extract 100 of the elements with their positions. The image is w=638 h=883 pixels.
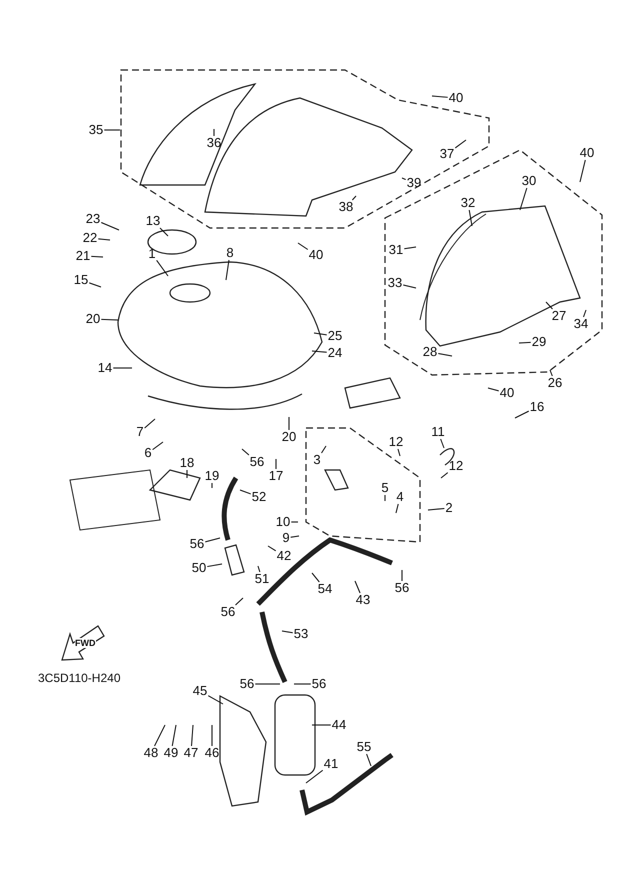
callout-number: 8 [225,246,235,260]
callout-number: 43 [354,593,372,607]
leader-line [520,188,528,210]
callout-number: 16 [528,400,546,414]
callout-number: 7 [135,425,145,439]
callout-number: 19 [204,469,220,483]
callout-number: 6 [143,446,153,460]
callout-number: 56 [238,677,256,691]
callout-number: 5 [380,481,390,495]
callout-number: 23 [84,212,102,226]
callout-number: 10 [274,515,292,529]
leader-line [468,210,472,226]
leader-line [402,284,416,288]
leader-line [306,770,324,784]
callout-number: 12 [388,435,404,449]
callout-number: 47 [182,746,200,760]
callout-number: 56 [220,605,236,619]
leader-line [152,442,164,450]
callout-number: 55 [356,740,372,754]
callout-number: 56 [248,455,266,469]
callout-number: 27 [550,309,568,323]
callout-number: 46 [204,746,220,760]
callout-number: 39 [406,176,422,190]
leader-line [191,724,194,746]
callout-number: 25 [326,329,344,343]
callout-number: 29 [530,335,548,349]
leader-line [268,546,276,552]
callout-number: 52 [250,490,268,504]
callout-number: 22 [82,231,98,245]
leader-line [88,282,102,288]
callout-number: 35 [88,123,104,137]
leader-line [172,724,176,746]
leader-line [396,504,399,514]
callout-number: 56 [188,537,206,551]
callout-number: 53 [292,627,310,641]
callout-number: 11 [430,425,446,439]
callout-number: 18 [178,456,196,470]
callout-number: 30 [520,174,538,188]
callout-number: 37 [438,147,456,161]
callout-number: 21 [74,249,92,263]
leader-line [514,410,530,418]
leader-line [352,196,356,200]
leader-line [384,494,386,502]
callout-number: 33 [386,276,404,290]
leader-line [206,564,222,568]
leader-line [186,470,188,478]
leader-line [156,260,168,276]
leader-line [312,350,328,353]
leader-line [290,536,300,538]
callout-number: 1 [147,247,157,261]
leader-line [204,538,220,542]
callout-number: 45 [192,684,208,698]
leader-line [312,572,320,582]
callout-number: 41 [322,757,340,771]
leader-line [98,238,110,240]
leader-line [298,242,308,250]
leader-line [518,342,532,344]
callout-number: 42 [276,549,292,563]
callout-number: 49 [162,746,180,760]
leader-line [160,228,168,236]
callout-number: 44 [330,718,348,732]
leader-line [288,416,290,430]
leader-line [242,448,250,456]
callout-number: 38 [338,200,354,214]
leader-line [440,472,448,478]
leader-line [398,448,400,456]
leader-line [488,388,500,392]
leader-line [404,246,416,250]
callout-number: 40 [308,248,324,262]
callout-number: 40 [498,386,516,400]
leader-line [321,446,326,454]
callout-number: 31 [388,243,404,257]
leader-line [208,695,224,704]
callout-number: 24 [326,346,344,360]
leader-line [354,580,361,594]
leader-line [583,310,586,318]
leader-line [402,178,406,180]
leader-line [550,370,553,376]
leader-line [154,724,166,746]
leader-line [314,332,328,336]
leader-line [580,160,586,182]
callout-number: 14 [96,361,114,375]
callout-number: 48 [142,746,160,760]
callout-number: 12 [448,459,464,473]
drawing-code: 3C5D110-H240 [38,671,120,685]
callout-number: 15 [72,273,90,287]
callout-number: 4 [395,490,405,504]
callout-number: 54 [316,582,334,596]
callout-number: 56 [310,677,328,691]
leader-line [258,566,260,572]
callout-number: 51 [254,572,270,586]
callout-number: 20 [84,312,102,326]
callout-number: 3 [312,453,322,467]
callout-number: 34 [572,317,590,331]
callout-number: 40 [578,146,596,160]
callout-number: 2 [444,501,454,515]
callout-number: 13 [144,214,162,228]
callout-number: 36 [206,136,222,150]
leader-line [226,260,230,280]
callout-number: 20 [280,430,298,444]
